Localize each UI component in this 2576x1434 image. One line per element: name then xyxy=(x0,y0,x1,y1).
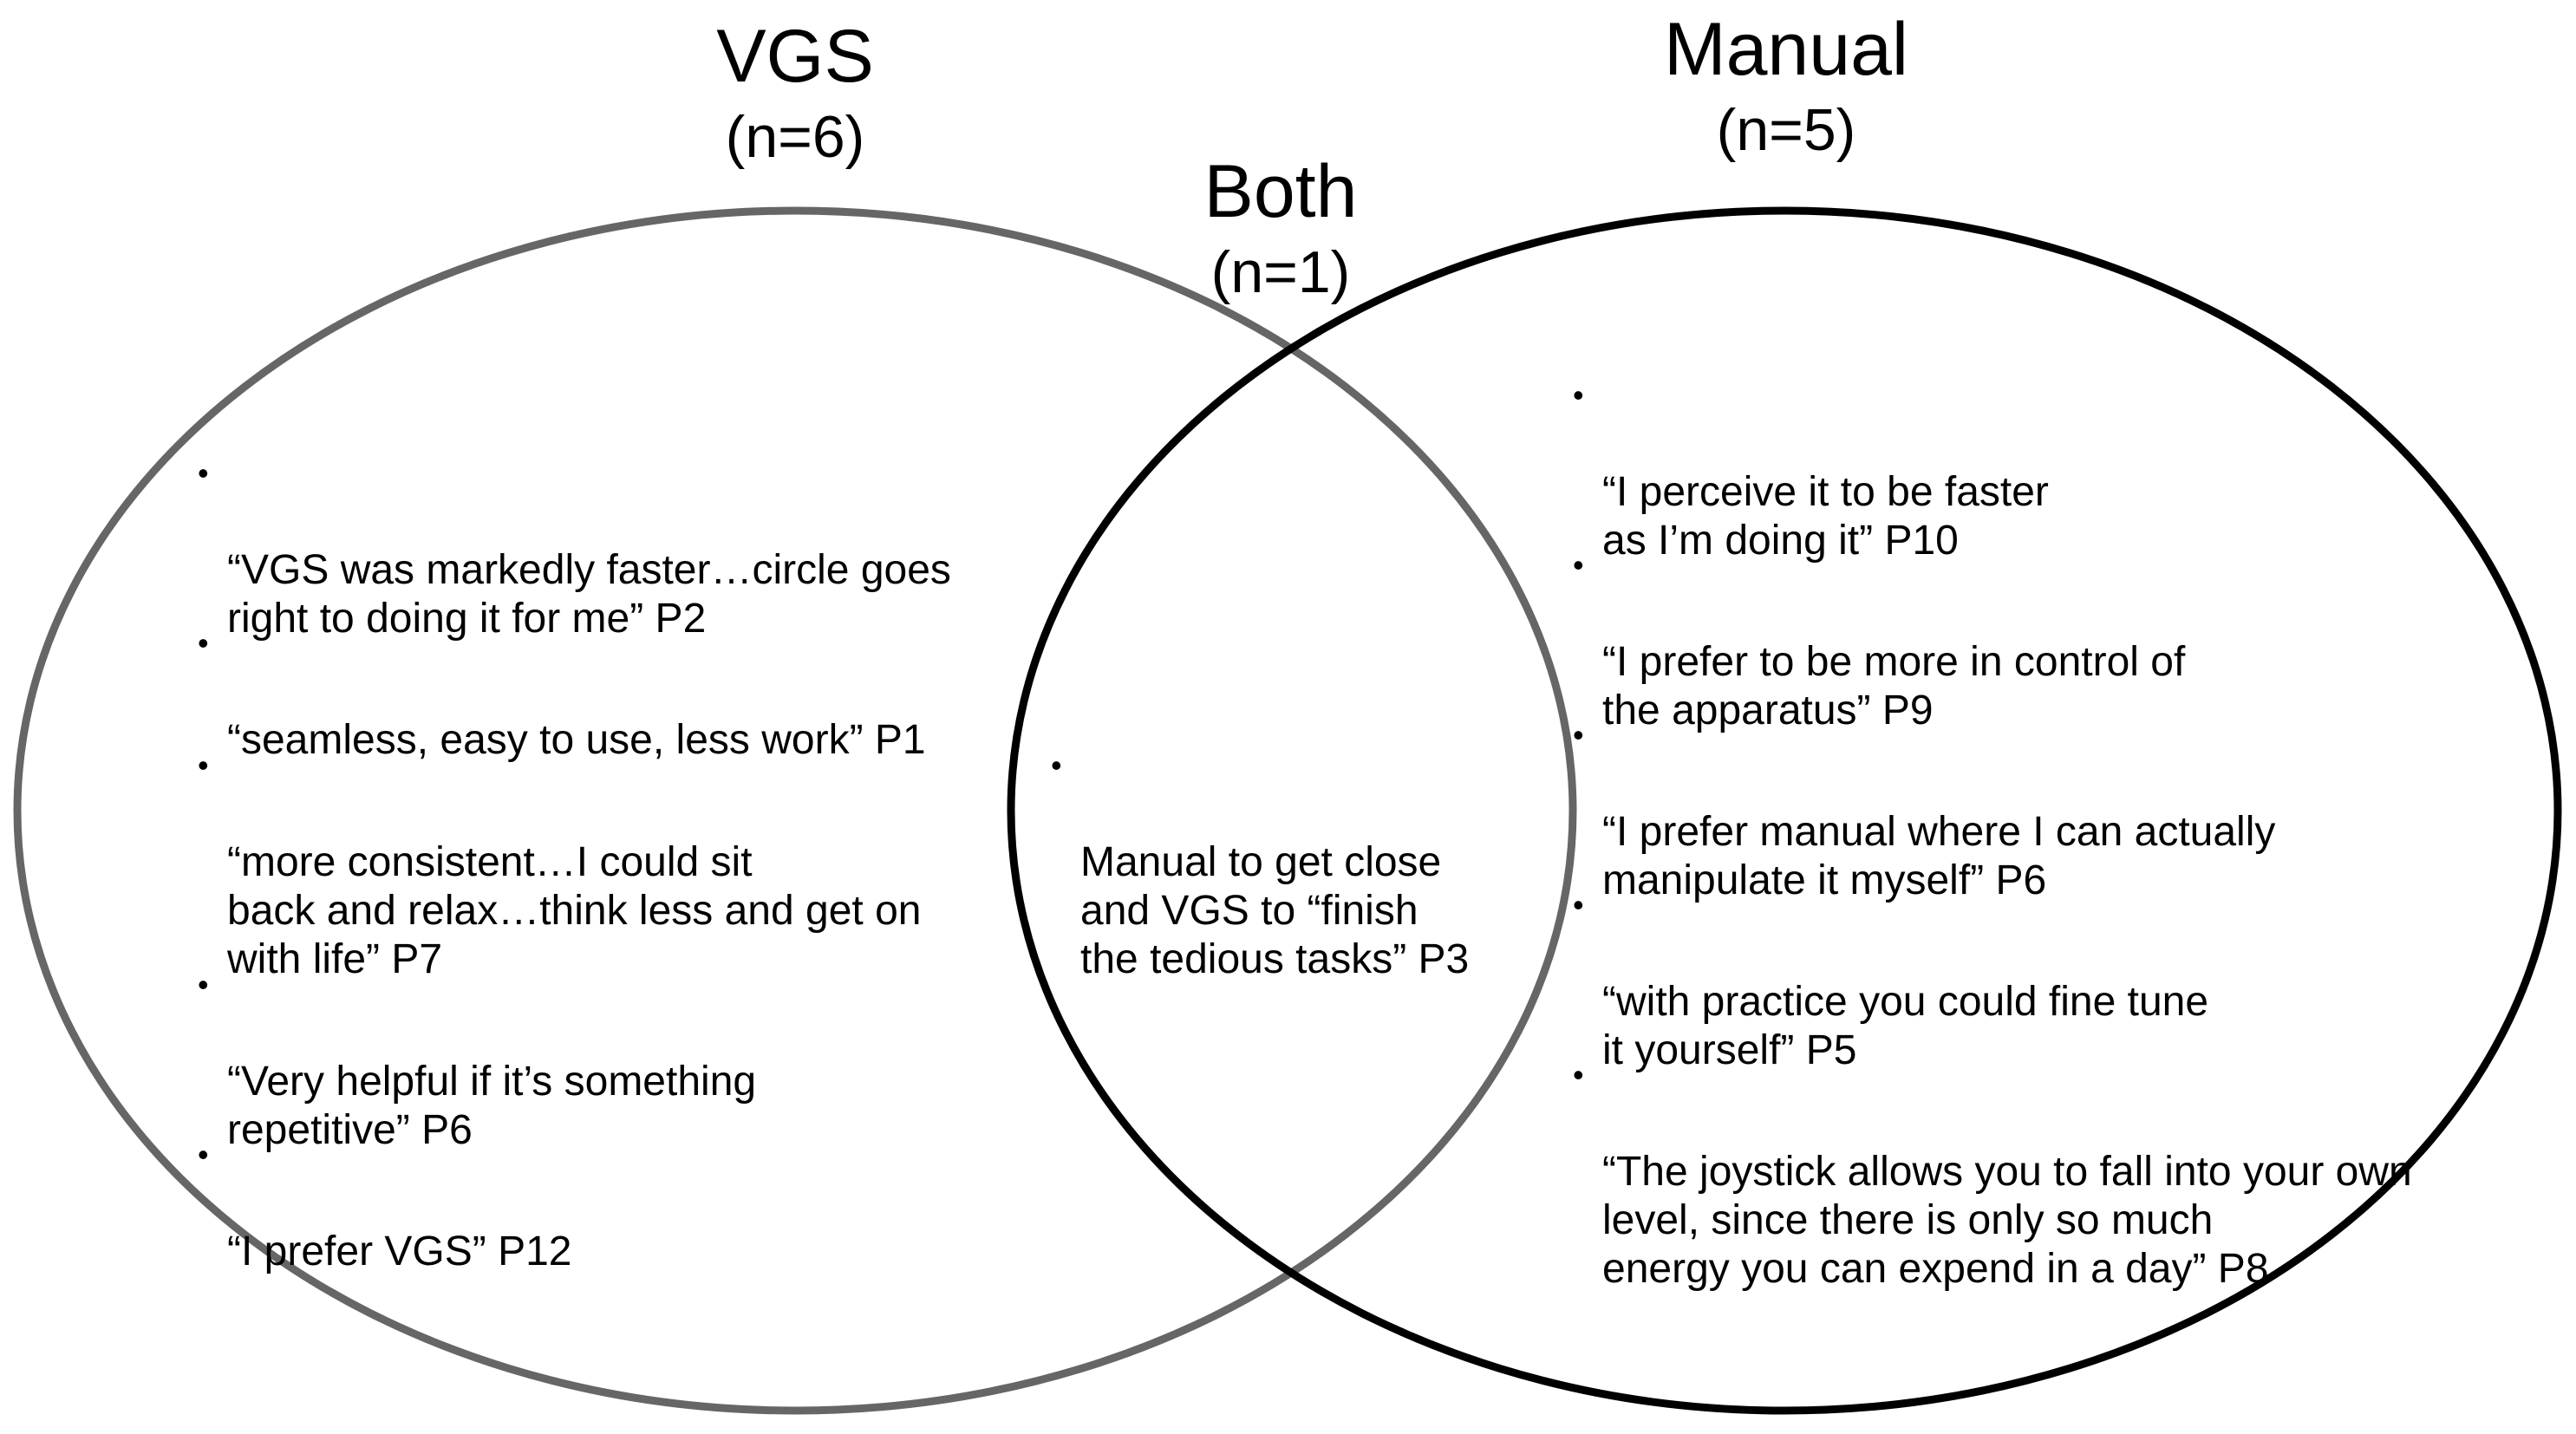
bullet-icon: • xyxy=(198,1137,209,1172)
vgs-set-name: VGS xyxy=(716,15,874,98)
manual-quote-item: • “I prefer manual where I can actually … xyxy=(1573,711,2275,905)
vgs-quote-text: “I prefer VGS” P12 xyxy=(227,1229,572,1274)
manual-circle xyxy=(1007,206,2562,1415)
both-quote-text: Manual to get close and VGS to “finish t… xyxy=(1080,839,1470,982)
manual-quote-item: • “with practice you could fine tune it … xyxy=(1573,881,2208,1075)
bullet-icon: • xyxy=(198,625,209,661)
both-set-title: Both (n=1) xyxy=(1107,154,1454,302)
bullet-icon: • xyxy=(198,967,209,1002)
both-set-count: (n=1) xyxy=(1210,239,1351,305)
both-set-name: Both xyxy=(1203,150,1358,233)
both-quote-item: • Manual to get close and VGS to “finish… xyxy=(1051,741,1469,984)
bullet-icon: • xyxy=(1573,887,1584,922)
vgs-quote-text: “Very helpful if it’s something repetiti… xyxy=(227,1059,757,1153)
bullet-icon: • xyxy=(1573,547,1584,583)
manual-quote-text: “with practice you could fine tune it yo… xyxy=(1602,979,2209,1073)
manual-quote-text: “I prefer manual where I can actually ma… xyxy=(1602,809,2276,903)
vgs-quote-item: • “more consistent…I could sit back and … xyxy=(198,741,921,984)
vgs-circle xyxy=(13,206,1577,1415)
bullet-icon: • xyxy=(198,747,209,783)
vgs-quote-text: “seamless, easy to use, less work” P1 xyxy=(227,717,926,763)
vgs-quote-list: • “VGS was markedly faster…circle goes r… xyxy=(198,0,1047,1434)
bullet-icon: • xyxy=(1573,717,1584,753)
manual-set-count: (n=5) xyxy=(1716,97,1856,163)
manual-quote-text: “I prefer to be more in control of the a… xyxy=(1602,639,2186,733)
manual-set-title: Manual (n=5) xyxy=(1613,12,1960,160)
manual-quote-item: • “The joystick allows you to fall into … xyxy=(1573,1051,2412,1294)
bullet-icon: • xyxy=(1051,747,1062,783)
vgs-set-title: VGS (n=6) xyxy=(622,19,968,166)
vgs-quote-text: “more consistent…I could sit back and re… xyxy=(227,839,922,982)
manual-quote-text: “The joystick allows you to fall into yo… xyxy=(1602,1149,2412,1292)
vgs-quote-text: “VGS was markedly faster…circle goes rig… xyxy=(227,547,951,642)
manual-quote-list: • “I perceive it to be faster as I’m doi… xyxy=(1573,0,2576,1434)
both-quote-list: • Manual to get close and VGS to “finish… xyxy=(1051,0,1571,1434)
bullet-icon: • xyxy=(1573,1057,1584,1092)
vgs-set-count: (n=6) xyxy=(725,104,865,170)
bullet-icon: • xyxy=(198,455,209,491)
vgs-quote-item: • “I prefer VGS” P12 xyxy=(198,1131,571,1276)
manual-quote-item: • “I perceive it to be faster as I’m doi… xyxy=(1573,371,2049,565)
manual-quote-text: “I perceive it to be faster as I’m doing… xyxy=(1602,469,2049,564)
vgs-quote-item: • “Very helpful if it’s something repeti… xyxy=(198,961,756,1155)
vgs-quote-item: • “seamless, easy to use, less work” P1 xyxy=(198,619,926,765)
bullet-icon: • xyxy=(1573,377,1584,413)
manual-set-name: Manual xyxy=(1663,8,1909,91)
manual-quote-item: • “I prefer to be more in control of the… xyxy=(1573,541,2185,735)
vgs-quote-item: • “VGS was markedly faster…circle goes r… xyxy=(198,449,951,643)
